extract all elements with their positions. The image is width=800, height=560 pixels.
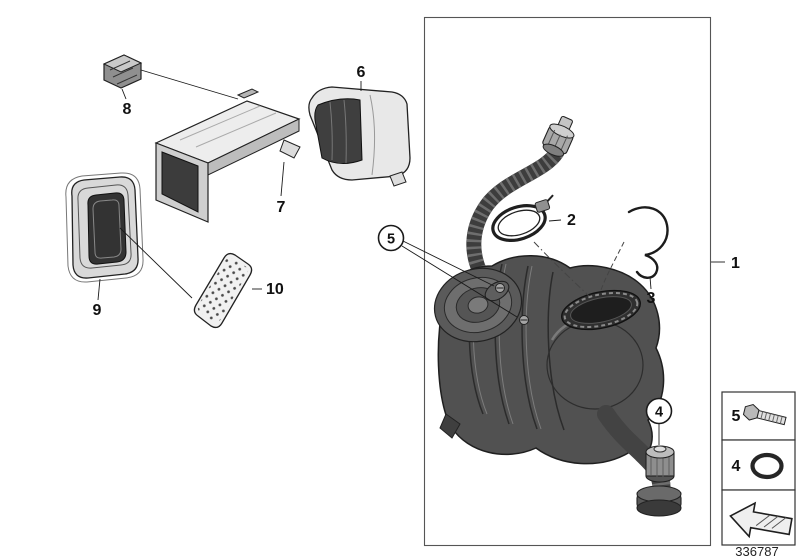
inlet-ring-bead xyxy=(563,291,639,329)
leader-line-7 xyxy=(280,161,285,197)
leader-lines-5 xyxy=(401,240,518,318)
bolt-icon xyxy=(742,403,787,426)
callout-9[interactable]: 9 xyxy=(93,302,102,319)
direction-arrow-icon xyxy=(729,501,793,539)
scoop-contour xyxy=(369,94,376,176)
duct-ribs xyxy=(179,105,277,148)
callout-4[interactable]: 4 xyxy=(655,405,663,421)
callout-circle xyxy=(377,224,405,252)
assembly-reference-line xyxy=(119,227,193,299)
clamp-band xyxy=(491,204,547,242)
callout-5[interactable]: 5 xyxy=(387,232,395,248)
callout-7[interactable]: 7 xyxy=(277,199,286,216)
duct-opening xyxy=(161,151,199,213)
clamp-band-inner xyxy=(497,209,541,237)
clamp-screw-housing xyxy=(534,199,551,213)
inlet-port xyxy=(561,289,641,331)
leader-line-9 xyxy=(97,278,101,301)
clamp-position-line xyxy=(533,241,590,297)
leader-line-8 xyxy=(140,69,239,100)
scoop-tab xyxy=(389,171,407,187)
leader-line-2 xyxy=(548,219,562,222)
part-10-mesh-plate: 10 xyxy=(193,252,284,329)
part-7-air-duct: 7 xyxy=(154,88,301,223)
boot-opening xyxy=(87,192,127,265)
sensor-knob xyxy=(653,445,667,453)
inlet-ring-bore xyxy=(570,296,632,324)
arrow-shape xyxy=(729,501,793,539)
main-assembly-frame xyxy=(423,16,712,547)
clamp-screw xyxy=(546,194,554,202)
callout-3[interactable]: 3 xyxy=(647,290,656,307)
hose-connector xyxy=(542,115,575,157)
boot-rib-1 xyxy=(77,184,132,269)
connector-bottom xyxy=(542,143,565,157)
leader-line-3 xyxy=(649,276,652,290)
clip-wire xyxy=(627,206,669,279)
housing-screw-2 xyxy=(519,315,529,325)
sensor-ribs xyxy=(650,453,670,477)
circled-callout-4[interactable]: 4 xyxy=(645,397,673,446)
housing-bracket xyxy=(439,413,461,439)
doc-number: 336787 xyxy=(735,544,778,559)
legend: 5 4 xyxy=(721,391,796,546)
boot-opening-highlight xyxy=(92,199,122,259)
arrow-hatch xyxy=(755,514,787,529)
part-4-sensor xyxy=(645,445,675,483)
duct-clip xyxy=(236,88,260,99)
scoop-opening xyxy=(314,98,363,164)
bolt-shaft xyxy=(756,409,787,426)
duct-flange-tab xyxy=(279,139,301,159)
boot-rib-2 xyxy=(65,172,144,283)
part-9-inlet-boot: 9 xyxy=(65,172,193,319)
housing-screw-1 xyxy=(495,283,505,293)
end-cap-boss xyxy=(467,296,489,314)
leader-tick-8 xyxy=(121,88,127,100)
vent-hose-ribs xyxy=(466,147,564,300)
grommet-top-face xyxy=(102,54,143,73)
part-2-hose-clamp: 2 xyxy=(491,194,590,297)
clip-position-line xyxy=(600,241,625,291)
part-1-air-cleaner-assembly: 2 3 5 4 xyxy=(377,115,682,517)
callout-circle xyxy=(645,397,673,425)
callout-8[interactable]: 8 xyxy=(123,101,132,118)
part-8-grommet: 8 xyxy=(102,54,239,118)
bolt-threads xyxy=(760,411,783,424)
callout-10[interactable]: 10 xyxy=(266,281,284,298)
o-ring-icon xyxy=(750,452,784,480)
callout-1[interactable]: 1 xyxy=(731,255,740,272)
mesh-plate-holes xyxy=(197,257,249,323)
legend-label-4: 4 xyxy=(732,458,741,475)
callout-6[interactable]: 6 xyxy=(357,64,366,81)
callout-2[interactable]: 2 xyxy=(567,212,576,229)
part-3-wire-clip: 3 xyxy=(600,206,669,307)
legend-label-5: 5 xyxy=(732,408,741,425)
circled-callout-5[interactable]: 5 xyxy=(377,224,518,318)
scoop-inner-curves xyxy=(329,99,347,164)
grommet-hatch xyxy=(109,60,138,85)
outlet-flange-bottom xyxy=(636,499,682,517)
part-6-intake-scoop: 6 xyxy=(308,64,411,187)
